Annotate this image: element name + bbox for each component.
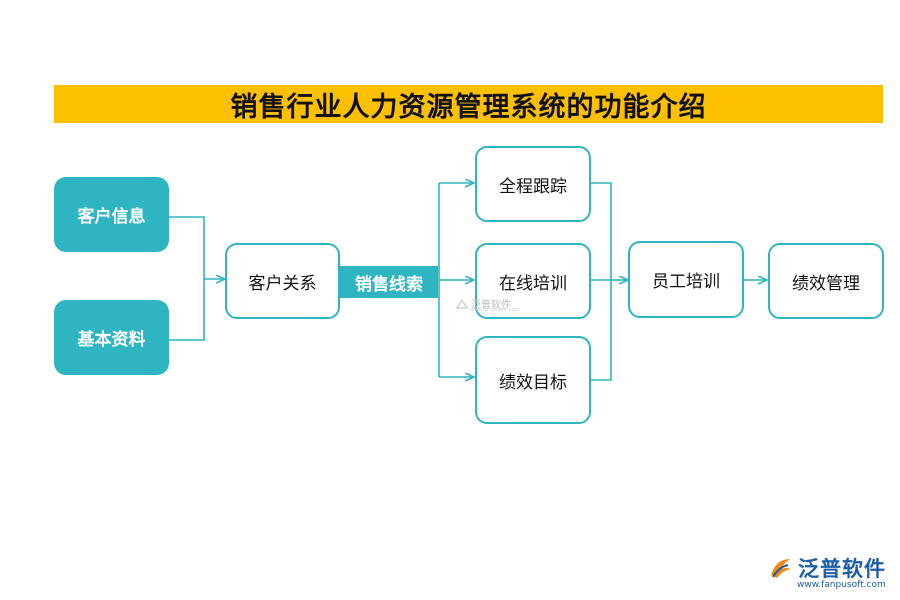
node-performance-goal: 绩效目标: [475, 336, 591, 424]
diagram-title: 销售行业人力资源管理系统的功能介绍: [54, 85, 883, 123]
node-customer-relation: 客户关系: [225, 243, 340, 319]
node-staff-training: 员工培训: [628, 241, 744, 318]
watermark: 泛普软件 www.fanpusoft.com: [456, 296, 519, 313]
node-online-training: 在线培训: [475, 243, 591, 319]
node-customer-info: 客户信息: [54, 177, 169, 252]
brand-url: www.fanpusoft.com: [797, 580, 886, 590]
brand-name: 泛普软件: [798, 557, 886, 581]
node-full-tracking: 全程跟踪: [475, 146, 591, 222]
node-performance-mgmt: 绩效管理: [768, 243, 884, 319]
watermark-text: 泛普软件: [471, 300, 511, 311]
node-sales-leads: 销售线索: [340, 266, 438, 298]
brand-mark-icon: [771, 559, 791, 578]
connector-merge: [591, 182, 612, 381]
watermark-url: www.fanpusoft.com: [470, 307, 520, 313]
watermark-logo-icon: [456, 298, 468, 309]
connector-customer-info: [169, 216, 205, 341]
node-basic-data: 基本资料: [54, 300, 169, 375]
brand-logo: 泛普软件: [768, 553, 886, 583]
